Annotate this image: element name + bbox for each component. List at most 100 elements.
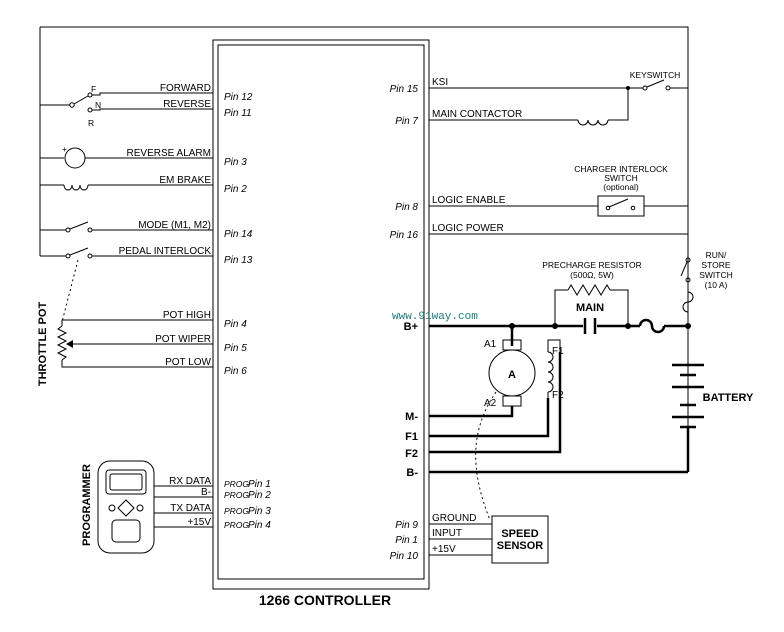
- pot-high-wire: [61, 319, 213, 326]
- pedal-pot-linkage: [61, 259, 79, 323]
- right-pin-label: Pin 16: [390, 230, 419, 241]
- power-terminal-label: M-: [405, 411, 418, 423]
- right-wire-label: LOGIC POWER: [432, 223, 504, 234]
- precharge-wire-a: [554, 289, 568, 326]
- right-wire-label: MAIN CONTACTOR: [432, 109, 522, 120]
- sensor-pin-label: Pin 9: [395, 520, 418, 531]
- pedal-switch-contact-b: [87, 253, 93, 259]
- left-pin-label: Pin 14: [224, 229, 253, 240]
- runstore-label-line: STORE: [701, 260, 730, 270]
- switch-r-label: R: [88, 118, 94, 128]
- sensor-wire-label: INPUT: [432, 528, 462, 539]
- run-store-contact-a: [685, 257, 691, 263]
- sensor-wire-label: +15V: [432, 544, 456, 555]
- runstore-label-line: RUN/: [706, 250, 727, 260]
- field-f1-label: F1: [552, 346, 564, 357]
- keyswitch-contact-b: [665, 85, 671, 91]
- right-pin-label: Pin 7: [395, 116, 418, 127]
- left-pin-label: Pin 12: [224, 92, 253, 103]
- left-pin-label: Pin 2: [224, 184, 247, 195]
- prog-prefix-label: PROG: [224, 479, 249, 489]
- main-contactor-wire-b: [608, 88, 629, 121]
- programmer-button-right-icon: [136, 504, 144, 512]
- programmer-button-left-icon: [108, 504, 116, 512]
- prog-wire-label: TX DATA: [170, 503, 211, 514]
- motor-a2-label: A2: [484, 398, 497, 409]
- power-terminal-label: B+: [404, 321, 418, 333]
- prog-prefix-label: PROG: [224, 520, 249, 530]
- battery-label: BATTERY: [703, 392, 754, 404]
- prog-wire-label: RX DATA: [169, 476, 211, 487]
- precharge-label-line: PRECHARGE RESISTOR: [542, 260, 642, 270]
- pedal-switch-blade: [69, 247, 89, 256]
- charger-interlock-box: [597, 195, 645, 217]
- left-wire-label: POT HIGH: [163, 310, 211, 321]
- left-wire-label: EM BRAKE: [159, 175, 211, 186]
- right-pin-label: Pin 15: [390, 84, 419, 95]
- em-brake-coil-icon: [63, 184, 89, 191]
- mode-switch-contact-b: [87, 227, 93, 233]
- fr-switch-blade: [73, 95, 89, 105]
- left-wire-label: REVERSE ALARM: [127, 148, 211, 159]
- prog-prefix-label: PROG: [224, 506, 249, 516]
- sensor-label-line: SENSOR: [497, 540, 544, 552]
- power-terminal-label: F2: [405, 448, 418, 460]
- prog-pin-label: Pin 1: [248, 479, 271, 490]
- throttle-pot-label: THROTTLE POT: [37, 302, 49, 387]
- main-contactor-coil-icon: [577, 119, 609, 126]
- precharge-resistor-icon: [567, 284, 611, 296]
- run-store-blade: [680, 261, 688, 277]
- field-winding-icon: [547, 351, 554, 393]
- alarm-plus-label: +: [62, 144, 67, 154]
- pot-wiper-arrow-icon: [66, 340, 73, 348]
- watermark: www.91way.com: [392, 311, 478, 323]
- armature-brush-a2: [502, 395, 522, 407]
- charger-label-line: SWITCH: [604, 173, 638, 183]
- pedal-switch-contact-a: [65, 253, 71, 259]
- f1-wire: [429, 398, 550, 438]
- motor-a1-label: A1: [484, 339, 497, 350]
- programmer-display-icon: [109, 473, 143, 491]
- reverse-wire: [92, 108, 213, 111]
- left-wire-label: POT LOW: [165, 357, 211, 368]
- keyswitch-label: KEYSWITCH: [630, 70, 681, 80]
- field-f2-label: F2: [552, 390, 564, 401]
- reverse-alarm-icon: [64, 147, 86, 169]
- sensor-wire-label: GROUND: [432, 513, 476, 524]
- controller-inner: [217, 44, 425, 580]
- left-wire-label: REVERSE: [163, 99, 211, 110]
- left-wire-label: POT WIPER: [155, 334, 211, 345]
- runstore-label-line: SWITCH: [699, 270, 733, 280]
- run-store-contact-b: [685, 277, 691, 283]
- controller-title: 1266 CONTROLLER: [259, 592, 391, 608]
- left-wire-label: PEDAL INTERLOCK: [119, 246, 212, 257]
- fr-contact-r: [87, 107, 93, 113]
- charger-label-line: (optional): [603, 182, 639, 192]
- fr-switch-pivot: [69, 102, 75, 108]
- programmer-body: [97, 460, 155, 554]
- main-fuse-icon: [638, 318, 666, 334]
- charger-switch-contact-a: [605, 205, 611, 211]
- prog-pin-label: Pin 2: [248, 490, 271, 501]
- programmer-screen: [105, 469, 147, 495]
- precharge-label-line: (500Ω, 5W): [570, 270, 614, 280]
- forward-wire: [92, 92, 213, 96]
- prog-wire-label: +15V: [187, 517, 211, 528]
- switch-f-label: F: [91, 84, 96, 94]
- switch-n-label: N: [95, 100, 101, 110]
- left-pin-label: Pin 11: [224, 108, 252, 119]
- speed-sensor-linkage: [475, 391, 497, 521]
- sensor-label-line: SPEED: [501, 528, 538, 540]
- charger-switch-contact-b: [630, 205, 636, 211]
- left-pin-label: Pin 3: [224, 157, 247, 168]
- mode-switch-blade: [69, 221, 89, 230]
- throttle-pot-resistor-icon: [56, 325, 68, 361]
- left-pin-label: Pin 6: [224, 366, 247, 377]
- runstore-label-line: (10 A): [705, 280, 728, 290]
